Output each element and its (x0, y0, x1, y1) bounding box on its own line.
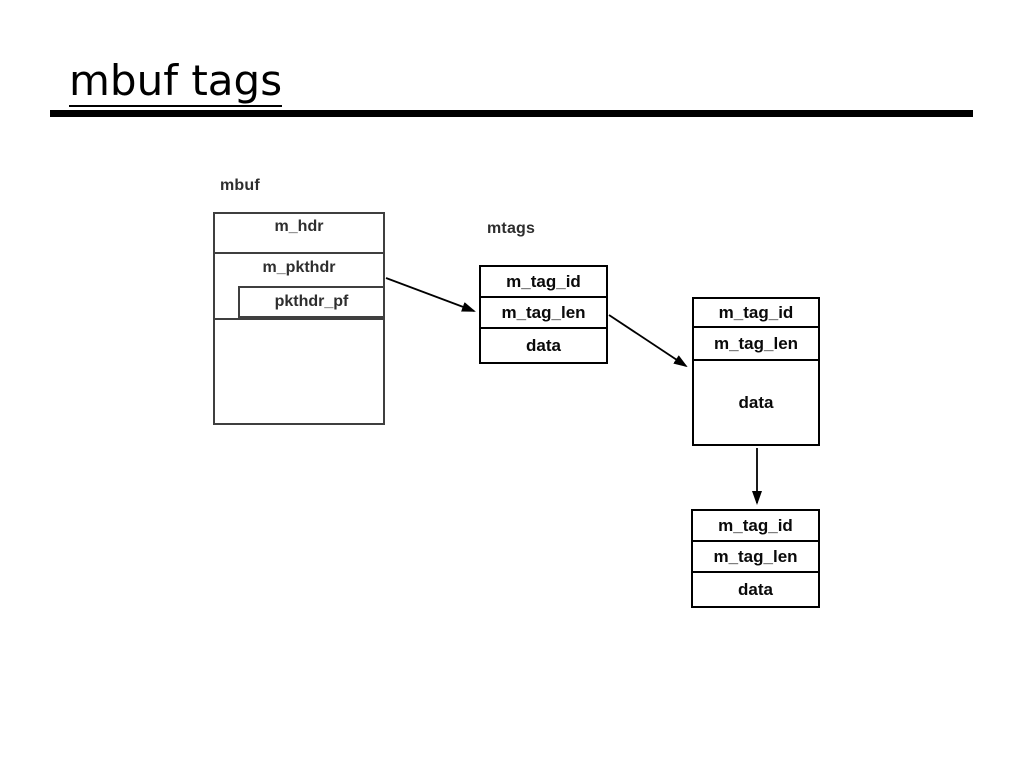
mtag1-row-data: data (526, 335, 561, 355)
mtag2-row-m-tag-len: m_tag_len (694, 328, 818, 361)
mtag3-row-data: data (738, 579, 773, 599)
arrow-pkthdr-pf-to-mtag1 (385, 277, 476, 312)
mtag2-row-m-tag-id: m_tag_id (694, 299, 818, 328)
mtag1-row-m-tag-id: m_tag_id (481, 267, 606, 298)
pkthdr-pf-box: pkthdr_pf (238, 286, 385, 318)
mbuf-box: m_hdr m_pkthdr pkthdr_pf (213, 212, 385, 425)
mbuf-row-m-hdr: m_hdr (215, 214, 383, 254)
mbuf-row-m-pkthdr: m_pkthdr (215, 254, 383, 320)
page-title: mbuf tags (69, 56, 283, 107)
mtag2-row-data: data (738, 392, 774, 412)
title-rule (50, 110, 973, 117)
mtag-box-3: m_tag_id m_tag_len data (691, 509, 820, 608)
mbuf-label: mbuf (220, 177, 260, 194)
mtag-box-2: m_tag_id m_tag_len data (692, 297, 820, 446)
mtag1-row-m-tag-len: m_tag_len (481, 298, 606, 329)
mtags-label: mtags (487, 220, 536, 237)
mtag3-row-m-tag-id: m_tag_id (693, 511, 818, 542)
arrow-mtag1-to-mtag2 (608, 314, 688, 368)
mtag3-row-m-tag-len: m_tag_len (693, 542, 818, 573)
mtag-box-1: m_tag_id m_tag_len data (479, 265, 608, 364)
